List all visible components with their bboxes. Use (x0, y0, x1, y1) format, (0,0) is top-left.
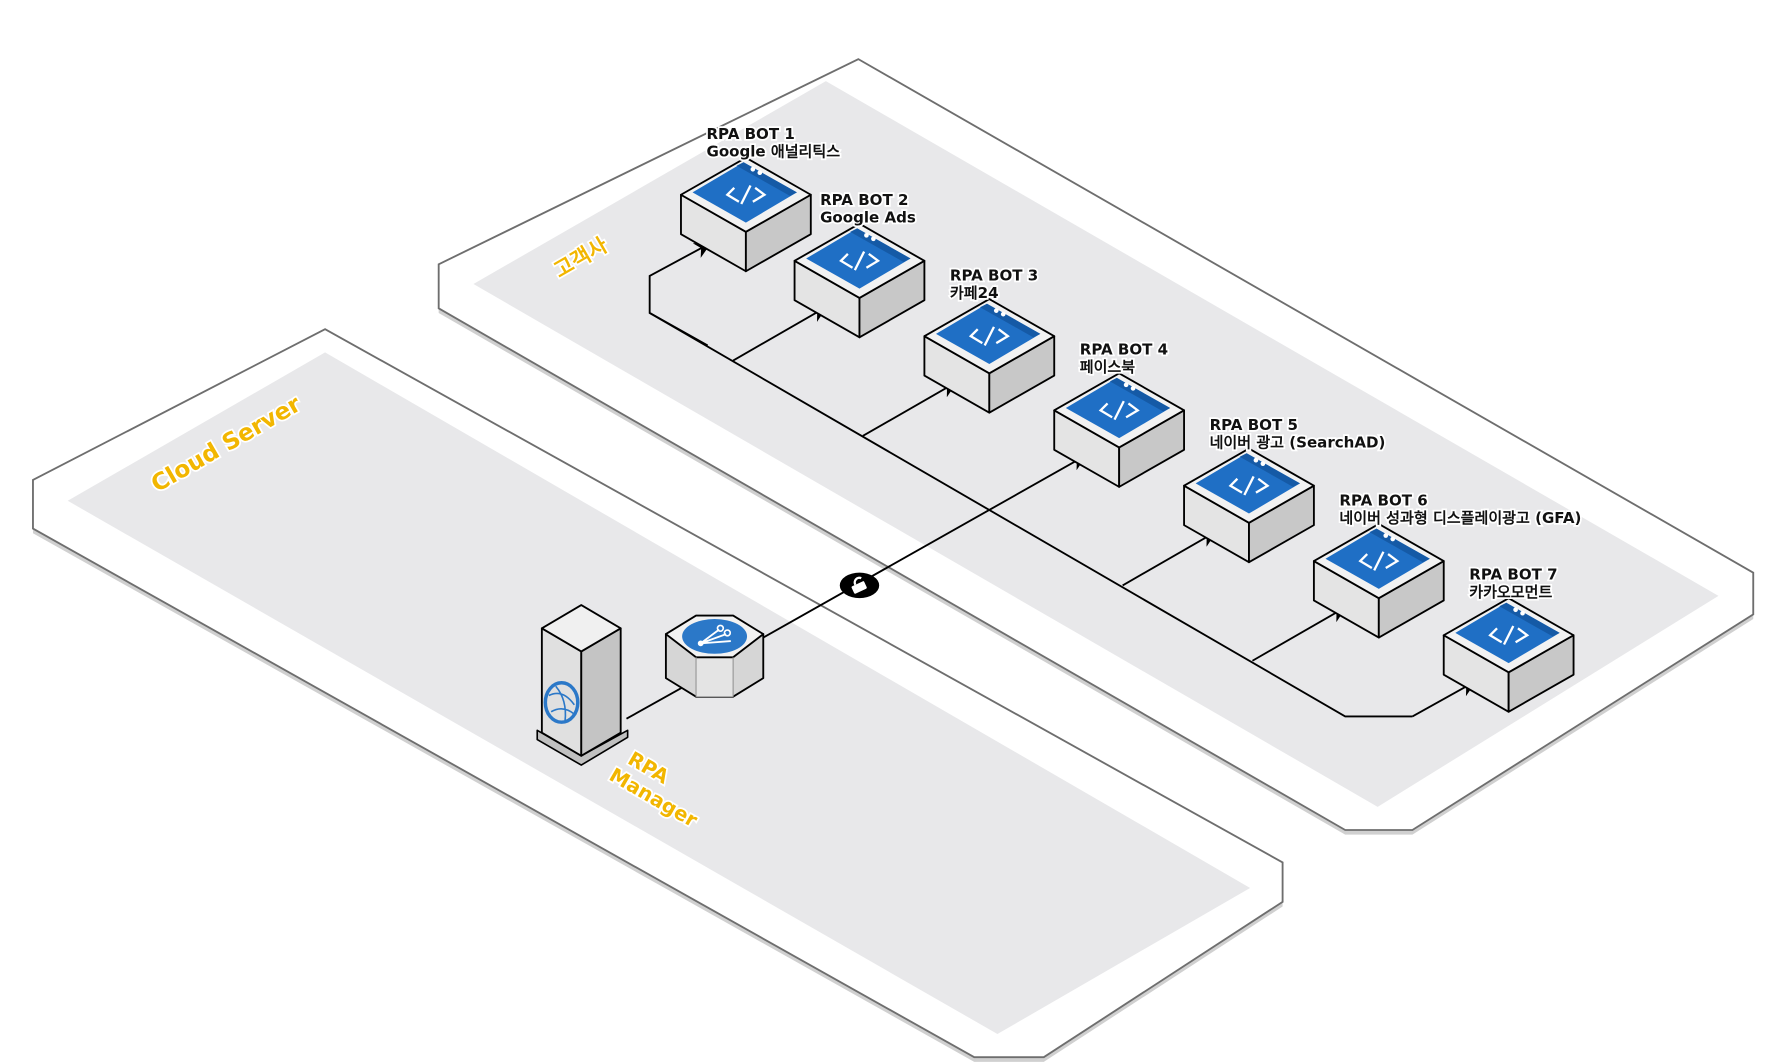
bot-service: Google 애널리틱스 (706, 142, 840, 160)
bot-2[interactable]: RPA BOT 2 Google Ads (793, 189, 926, 339)
bot-1[interactable]: RPA BOT 1 Google 애널리틱스 (679, 123, 842, 273)
bot-6[interactable]: RPA BOT 6 네이버 성과형 디스플레이광고 (GFA) (1312, 490, 1583, 639)
bot-name: RPA BOT 1 (706, 125, 794, 143)
connections (626, 242, 1477, 720)
bot-name: RPA BOT 3 (950, 267, 1038, 285)
bot-service: 카페24 (950, 284, 999, 302)
bot-name: RPA BOT 7 (1469, 566, 1557, 584)
rpa-manager-server[interactable] (536, 604, 629, 766)
bot-name: RPA BOT 4 (1080, 341, 1168, 359)
bot-5[interactable]: RPA BOT 5 네이버 광고 (SearchAD) (1182, 414, 1387, 564)
connection-bot6 (1251, 606, 1347, 662)
connection-gateway-bot4 (762, 454, 1087, 639)
trunk-line (649, 312, 1413, 718)
bot-name: RPA BOT 6 (1339, 491, 1427, 509)
connection-bot2 (732, 306, 828, 362)
connection-bot5 (1122, 531, 1217, 587)
bot-service: 네이버 성과형 디스플레이광고 (GFA) (1339, 509, 1581, 527)
globe-server-icon (543, 681, 580, 724)
bot-service: Google Ads (820, 209, 916, 227)
bot-4[interactable]: RPA BOT 4 페이스북 (1053, 339, 1186, 489)
bot-service: 카카오모먼트 (1469, 583, 1552, 601)
bot-service: 네이버 광고 (SearchAD) (1210, 433, 1386, 451)
bot-7[interactable]: RPA BOT 7 카카오모먼트 (1442, 564, 1575, 713)
bot-name: RPA BOT 5 (1210, 416, 1298, 434)
gateway-hub[interactable] (664, 614, 765, 698)
lock-icon (839, 572, 880, 599)
connection-manager-gateway (626, 685, 685, 720)
cloud-server-zone: Cloud Server (32, 328, 1284, 1062)
connection-bot3 (862, 381, 958, 437)
bot-3[interactable]: RPA BOT 3 카페24 (923, 265, 1056, 414)
distribution-hub-icon (682, 619, 748, 654)
bot-name: RPA BOT 2 (820, 191, 908, 209)
bot-service: 페이스북 (1080, 358, 1136, 376)
